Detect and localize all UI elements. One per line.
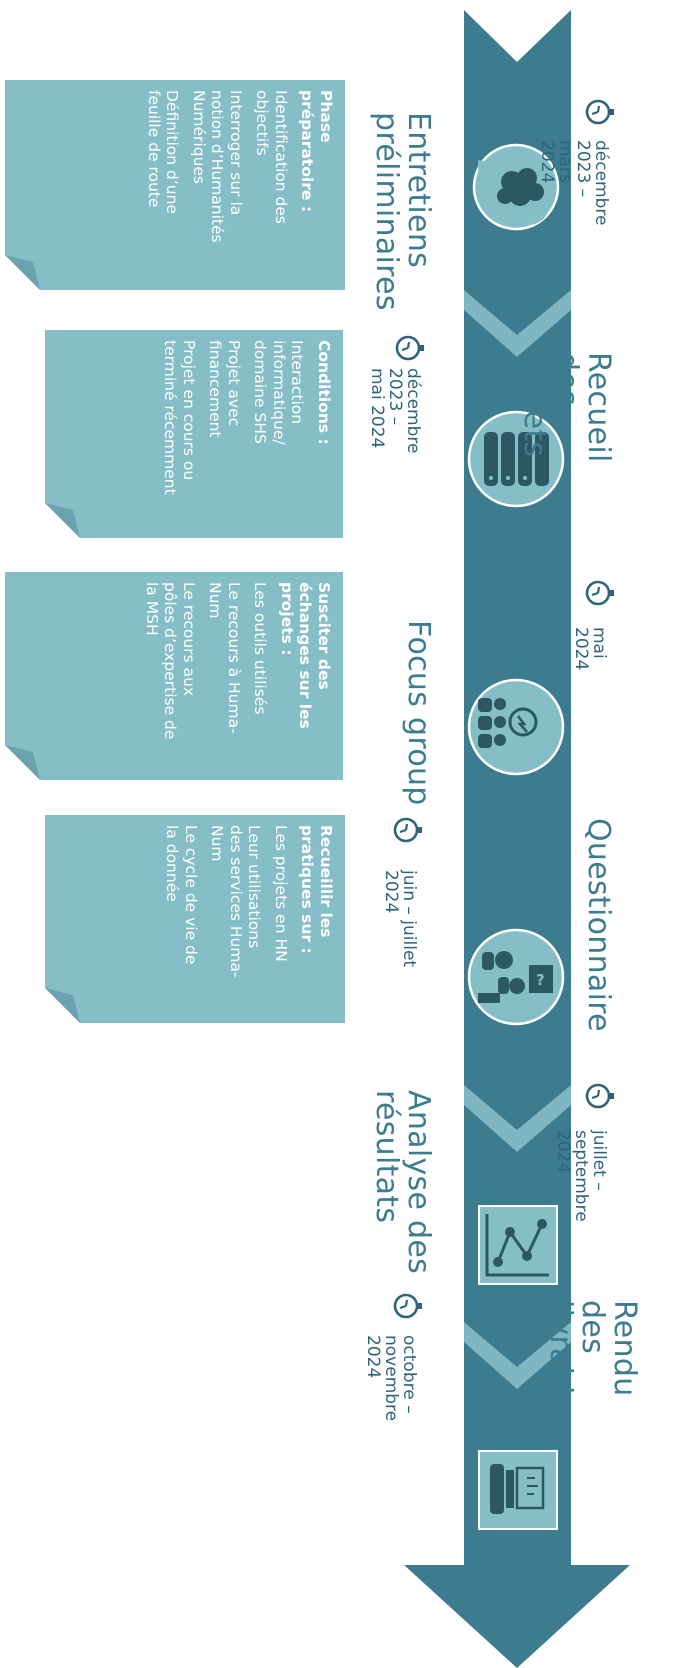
note-item: Leur utilisations des services Huma- Num (208, 825, 264, 978)
phase-title: Questionnaire (581, 818, 616, 1032)
chevron-separator-2 (464, 1085, 571, 1152)
note-text: Conditions : Interaction informatique/ do… (161, 340, 334, 495)
note-item: Définition d’une feuille de route (145, 90, 182, 214)
sticky-note (5, 80, 345, 290)
note-text: Susciter des échanges sur les projets :L… (143, 582, 333, 740)
clock-icon (585, 99, 614, 125)
note-item: Les projets en HN (272, 825, 290, 962)
group-idea-icon (467, 678, 565, 776)
phase-date: octobre – novembre 2024 (363, 1335, 419, 1422)
sticky-note (5, 572, 343, 780)
phase-title: Recueil des projets HN (485, 352, 616, 463)
note-title: Recueillir les pratiques sur : (298, 825, 336, 954)
note-item: Le recours aux pôles d’expertise de la M… (143, 582, 198, 740)
phase-date: juin – juillet 2024 (381, 870, 419, 968)
phase-date: mai 2024 (571, 627, 609, 671)
svg-text:?: ? (536, 971, 545, 989)
note-text: Recueillir les pratiques sur : Les projet… (163, 825, 336, 978)
phase-title: Rendu des livrables (543, 1300, 642, 1430)
clock-icon (393, 817, 422, 843)
timeline-arrow (404, 10, 630, 1668)
note-item: Identification des objectifs (253, 90, 291, 225)
note-item: Le recours à Huma- Num (206, 582, 244, 734)
brain-cloud-icon (472, 143, 560, 231)
note-title: Phase préparatoire : (298, 90, 336, 213)
clock-icon (585, 580, 614, 606)
note-item: Interaction informatique/ domaine SHS (251, 340, 307, 445)
clock-icon (393, 1293, 422, 1319)
sticky-note (45, 815, 345, 1023)
clock-icon (395, 335, 424, 361)
line-chart-icon (478, 1205, 558, 1285)
note-item: Projet en cours ou terminé récemment (161, 340, 199, 495)
phase-date: décembre 2023 – mars 2024 (537, 140, 611, 226)
sticky-note (45, 330, 343, 538)
note-title: Susciter des échanges sur les projets : (278, 582, 333, 729)
database-icon (467, 410, 565, 508)
phase-date: juillet – septembre 2024 (553, 1130, 609, 1222)
note-item: Interroger sur la notion d’Humanités Num… (190, 90, 245, 243)
note-item: Les outils utilisés (251, 582, 270, 715)
note-item: Le cycle de vie de la donnée (163, 825, 201, 965)
chevron-separator-3 (464, 1322, 571, 1389)
phase-title: Focus group (401, 620, 436, 806)
note-item: Projet avec financement (206, 340, 244, 438)
phase-title: Entretiens préliminaires (369, 112, 436, 311)
chevron-separator-1 (464, 290, 571, 357)
note-title: Conditions : (315, 340, 333, 445)
survey-people-icon: ? (467, 928, 565, 1026)
note-text: Phase préparatoire :Identification des o… (145, 90, 336, 243)
phase-date: décembre 2023 – mai 2024 (367, 368, 423, 454)
chevron-separators (464, 290, 571, 1389)
phase-title: Analyse des résultats (369, 1090, 436, 1275)
typewriter-icon (478, 1450, 558, 1530)
clock-icon (585, 1083, 614, 1109)
